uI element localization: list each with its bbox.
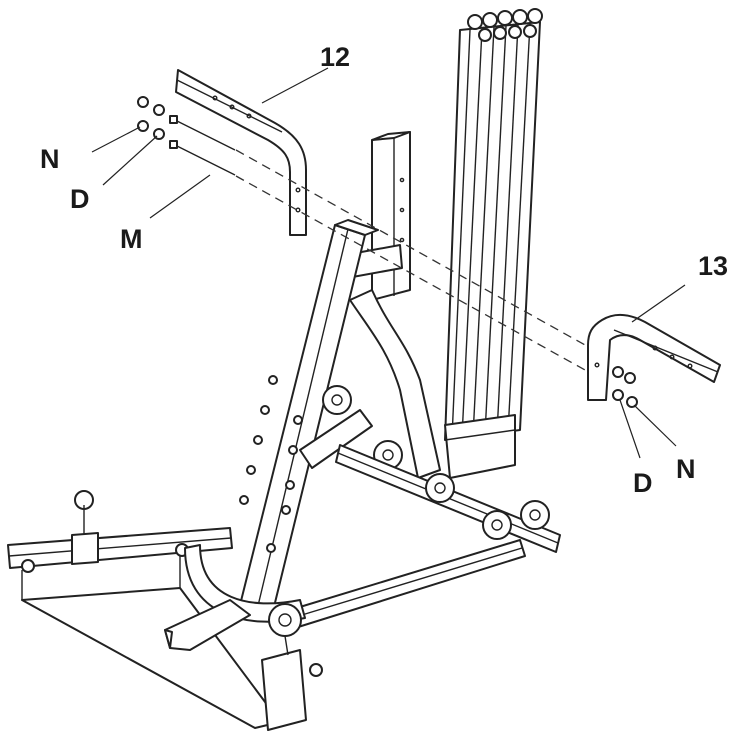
- base-frame: [7, 444, 561, 731]
- label-nut-right: N: [676, 454, 696, 484]
- label-part-13: 13: [698, 251, 728, 281]
- bolts-m: [169, 115, 236, 176]
- label-washer-right: D: [633, 468, 653, 498]
- part-12-bracket: [175, 69, 307, 236]
- part-13-bracket: [587, 314, 721, 401]
- label-washer-left: D: [70, 184, 90, 214]
- label-bolt-m: M: [120, 224, 143, 254]
- label-part-12: 12: [320, 42, 350, 72]
- label-nut-left: N: [40, 144, 60, 174]
- leader-lines: [91, 67, 686, 459]
- hardware-right: [612, 366, 638, 408]
- assembly-guides: [235, 149, 586, 371]
- stack-top-caps: [467, 8, 543, 42]
- weight-stack: [444, 8, 543, 479]
- main-column: [239, 219, 379, 616]
- hardware-left: [137, 96, 165, 140]
